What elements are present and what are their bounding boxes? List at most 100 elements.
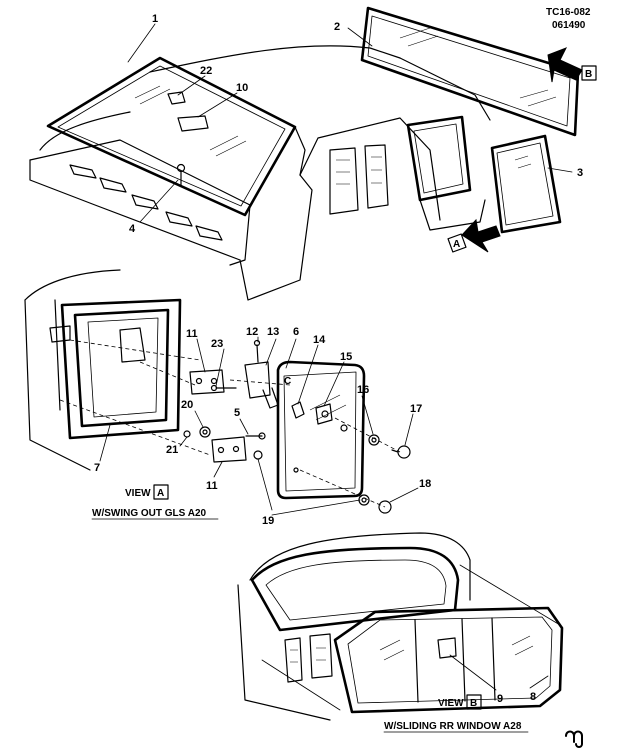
leader-22 bbox=[177, 75, 206, 96]
callout-3: 3 bbox=[577, 167, 583, 179]
dash-vent bbox=[195, 225, 223, 241]
windshield-glare bbox=[134, 85, 247, 157]
callout-23: 23 bbox=[211, 338, 223, 350]
callout-5: 5 bbox=[234, 407, 240, 419]
a-pillar bbox=[294, 126, 306, 176]
callout-21: 21 bbox=[166, 444, 178, 456]
hinge-upper bbox=[189, 369, 225, 395]
back-glass-inner bbox=[367, 15, 571, 127]
hinge-stud-14 bbox=[291, 401, 305, 419]
glass-hole bbox=[293, 467, 299, 473]
view-a-caption: W/SWING OUT GLS A20 bbox=[92, 508, 207, 519]
callout-20: 20 bbox=[181, 399, 193, 411]
view-a-letter-box bbox=[153, 484, 169, 500]
leader-2 bbox=[347, 27, 373, 47]
view-b-arrow-letter: B bbox=[585, 69, 592, 80]
leader-13 bbox=[265, 338, 277, 366]
hinge-hole bbox=[232, 445, 240, 453]
grommet-lower bbox=[253, 450, 263, 460]
view-a-arrow-letter: A bbox=[453, 239, 460, 250]
cab-rear-side bbox=[237, 584, 331, 721]
swing-out-glass-inner bbox=[283, 371, 357, 492]
projection-line bbox=[261, 659, 341, 711]
top-leaders bbox=[127, 23, 573, 223]
callout-11-lower: 11 bbox=[206, 480, 218, 492]
seat-back-lower bbox=[284, 637, 303, 683]
callout-15: 15 bbox=[340, 351, 352, 363]
sliding-window-frame bbox=[333, 606, 564, 714]
callout-7: 7 bbox=[94, 462, 100, 474]
seat-hatch bbox=[336, 156, 382, 185]
latch-pin-12 bbox=[256, 344, 259, 363]
grommet-19-center bbox=[361, 497, 367, 503]
callout-2: 2 bbox=[334, 21, 340, 33]
cab-panel-top bbox=[24, 269, 121, 301]
hinge-hole bbox=[217, 446, 225, 454]
latch-body bbox=[244, 361, 271, 399]
spacer-15-hole bbox=[321, 410, 329, 418]
projection-line bbox=[139, 361, 196, 386]
seat-back bbox=[329, 147, 359, 215]
nut-18 bbox=[378, 500, 392, 514]
latch-handle bbox=[262, 387, 279, 409]
callout-1: 1 bbox=[152, 13, 158, 25]
callout-4: 4 bbox=[129, 223, 136, 235]
view-a-label: VIEW bbox=[125, 488, 151, 499]
view-a-arrow-icon bbox=[461, 218, 501, 253]
view-b-arrow-box bbox=[581, 65, 597, 81]
cab-rear-top bbox=[249, 532, 471, 601]
projection-line bbox=[59, 399, 211, 456]
callout-13: 13 bbox=[267, 326, 279, 338]
projection-line bbox=[69, 339, 201, 361]
grommet-16 bbox=[368, 434, 380, 446]
leader-5 bbox=[239, 418, 249, 435]
frame-latch bbox=[49, 325, 71, 343]
view-a-letter: A bbox=[157, 488, 164, 499]
callout-8: 8 bbox=[530, 691, 536, 703]
leader-23 bbox=[215, 348, 225, 387]
leader-9 bbox=[449, 654, 497, 691]
leader-3 bbox=[547, 167, 573, 173]
seat-back-right bbox=[364, 144, 389, 209]
cab-illustration: B A bbox=[29, 6, 597, 301]
cab-rear-side-window bbox=[406, 115, 472, 202]
callout-19: 19 bbox=[262, 515, 274, 527]
callout-22: 22 bbox=[200, 65, 212, 77]
hinge-hole bbox=[195, 377, 203, 385]
window-divider bbox=[414, 619, 419, 703]
screw-head bbox=[210, 384, 218, 392]
cab-back-window-inner bbox=[265, 559, 447, 621]
leader-1 bbox=[127, 23, 156, 63]
leader-15 bbox=[323, 361, 345, 407]
side-glass-inner bbox=[496, 142, 554, 226]
opening-frame-inner bbox=[73, 308, 170, 428]
nut-17-shank bbox=[391, 449, 399, 453]
projection-line bbox=[459, 564, 561, 626]
washer-21 bbox=[183, 430, 191, 438]
washer bbox=[340, 424, 348, 432]
callout-16: 16 bbox=[357, 384, 369, 396]
leader-21 bbox=[179, 436, 188, 447]
view-b-illustration bbox=[237, 532, 564, 721]
gm-logo-icon bbox=[565, 730, 583, 748]
projection-line bbox=[229, 379, 291, 386]
leader-14 bbox=[297, 344, 319, 405]
cab-back-window-outline bbox=[250, 546, 460, 632]
cab-rear-side-window-inner bbox=[413, 123, 464, 194]
windshield-glass bbox=[46, 56, 297, 217]
windshield-inner bbox=[57, 65, 286, 207]
back-glass-frame bbox=[360, 6, 580, 137]
projection-line bbox=[299, 469, 386, 508]
side-glass-glare bbox=[514, 155, 532, 169]
door-frame bbox=[299, 117, 441, 221]
leader-11-upper bbox=[196, 338, 206, 373]
view-a-leaders bbox=[99, 336, 419, 516]
leader-11-lower bbox=[213, 461, 223, 478]
dash-vent bbox=[131, 194, 159, 210]
frame-hinge-mount bbox=[119, 327, 146, 363]
dash-lower bbox=[29, 159, 241, 261]
glass-glare bbox=[309, 394, 347, 421]
grommet-20-center bbox=[202, 429, 208, 435]
view-b-caption: W/SLIDING RR WINDOW A28 bbox=[384, 721, 522, 732]
window-divider bbox=[491, 617, 496, 701]
